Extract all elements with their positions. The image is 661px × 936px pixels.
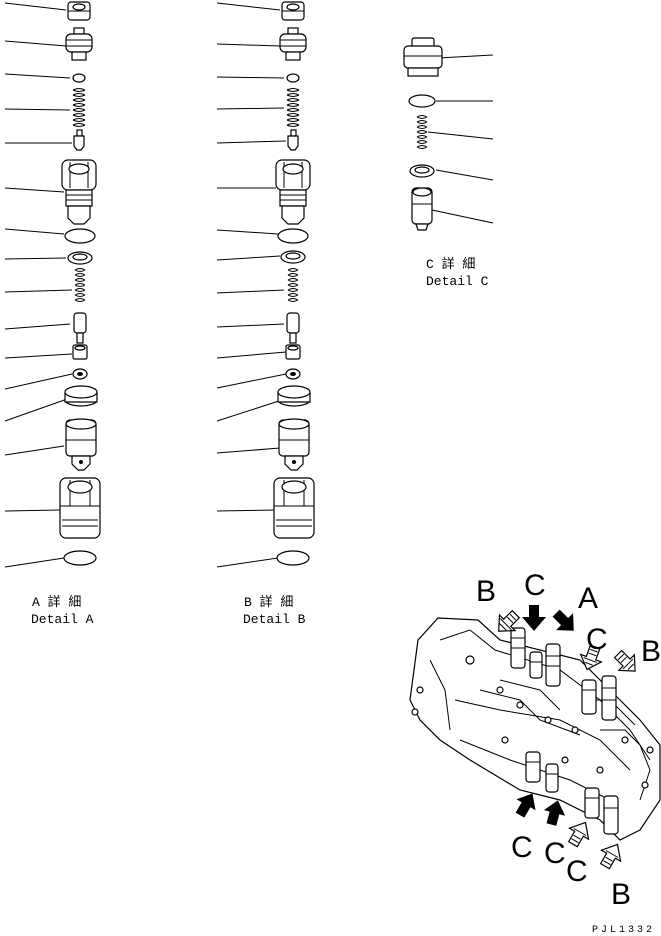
top-cartridges	[510, 627, 617, 721]
detail-a-plug-icon	[65, 27, 93, 61]
detail-a-sleeve-icon	[65, 418, 97, 471]
arrow-label-a-top: A	[578, 582, 598, 615]
detail-c-cap-icon	[403, 37, 443, 77]
detail-b-small-seal-icon	[285, 368, 301, 380]
detail-b-small-ring-icon	[286, 73, 300, 83]
detail-b-nut-icon	[281, 1, 305, 21]
detail-c-title-jp: C 詳 細	[426, 256, 475, 272]
arrow-label-b-top-left: B	[476, 575, 496, 608]
detail-a-small-seal-icon	[72, 368, 88, 380]
detail-b-title-jp: B 詳 細	[244, 594, 293, 610]
control-valve-assembly: B C A C B C C C B	[409, 569, 661, 911]
arrow-b-top-left-icon	[498, 609, 521, 632]
valve-block-outline	[409, 617, 661, 841]
detail-c-spring-icon	[416, 115, 428, 149]
detail-c-backup-ring-icon	[409, 164, 435, 178]
detail-a-seat-icon	[72, 344, 88, 360]
drawing-code: PJL1332	[592, 925, 655, 936]
detail-b-valve-body-icon	[275, 159, 311, 225]
arrow-a-top-icon	[552, 609, 574, 631]
detail-a-piston-icon	[73, 312, 87, 344]
detail-a-parts	[59, 1, 101, 566]
detail-b-title-en: Detail B	[243, 612, 306, 627]
detail-b-o-ring-icon	[277, 228, 309, 244]
detail-c-group: C 詳 細 Detail C	[403, 37, 494, 289]
arrow-label-c-bottom-1: C	[511, 831, 533, 864]
detail-a-housing-icon	[59, 477, 101, 539]
detail-a-small-ring-icon	[72, 73, 86, 83]
arrow-c-bottom-1-icon	[515, 793, 536, 818]
bottom-cartridges	[525, 751, 619, 835]
detail-a-title-jp: A 詳 細	[32, 594, 81, 610]
arrow-label-c-bottom-2: C	[544, 837, 566, 870]
detail-b-group: B 詳 細 Detail B	[216, 1, 315, 627]
arrow-c-bottom-3-icon	[567, 821, 590, 848]
detail-b-sleeve-icon	[278, 418, 310, 471]
arrow-c-bottom-2-icon	[543, 800, 566, 826]
detail-a-valve-body-icon	[61, 159, 97, 225]
arrow-b-right-icon	[613, 649, 636, 672]
arrow-label-c-top-right: C	[586, 623, 608, 656]
arrow-label-c-bottom-3: C	[566, 855, 588, 888]
detail-b-seat-icon	[285, 344, 301, 360]
detail-b-piston-icon	[286, 312, 300, 344]
detail-c-poppet-icon	[411, 187, 433, 231]
location-arrows	[498, 605, 636, 870]
detail-b-backup-ring-icon	[280, 250, 306, 264]
detail-a-group: A 詳 細 Detail A	[4, 1, 101, 627]
detail-b-housing-icon	[273, 477, 315, 539]
detail-a-spring-icon	[72, 88, 86, 127]
detail-a-bottom-o-ring-icon	[63, 550, 97, 566]
detail-c-parts	[403, 37, 443, 231]
detail-b-leaders	[216, 2, 287, 568]
detail-a-poppet-icon	[73, 129, 85, 151]
detail-a-backup-ring-icon	[67, 251, 93, 265]
arrow-label-c-top: C	[524, 569, 546, 602]
arrow-label-b-right: B	[641, 635, 661, 668]
detail-a-leaders	[4, 2, 73, 568]
detail-a-spring-2-icon	[74, 268, 86, 302]
detail-b-spring-icon	[286, 88, 300, 127]
detail-a-title-en: Detail A	[31, 612, 94, 627]
detail-a-nut-icon	[67, 1, 91, 21]
arrow-c-top-icon	[522, 605, 546, 631]
detail-c-leaders	[427, 54, 494, 224]
arrow-c-top-right-icon	[579, 644, 603, 671]
detail-a-collar-icon	[64, 385, 98, 407]
detail-b-bottom-o-ring-icon	[276, 550, 310, 566]
detail-b-spring-2-icon	[287, 268, 299, 302]
detail-c-o-ring-icon	[408, 94, 436, 108]
detail-b-poppet-icon	[287, 129, 299, 151]
detail-c-title-en: Detail C	[426, 274, 489, 289]
arrow-label-b-bottom: B	[611, 878, 631, 911]
detail-b-parts	[273, 1, 315, 566]
detail-a-o-ring-icon	[64, 228, 96, 244]
arrow-b-bottom-icon	[599, 843, 622, 870]
detail-b-collar-icon	[277, 385, 311, 407]
detail-b-plug-icon	[279, 27, 307, 61]
